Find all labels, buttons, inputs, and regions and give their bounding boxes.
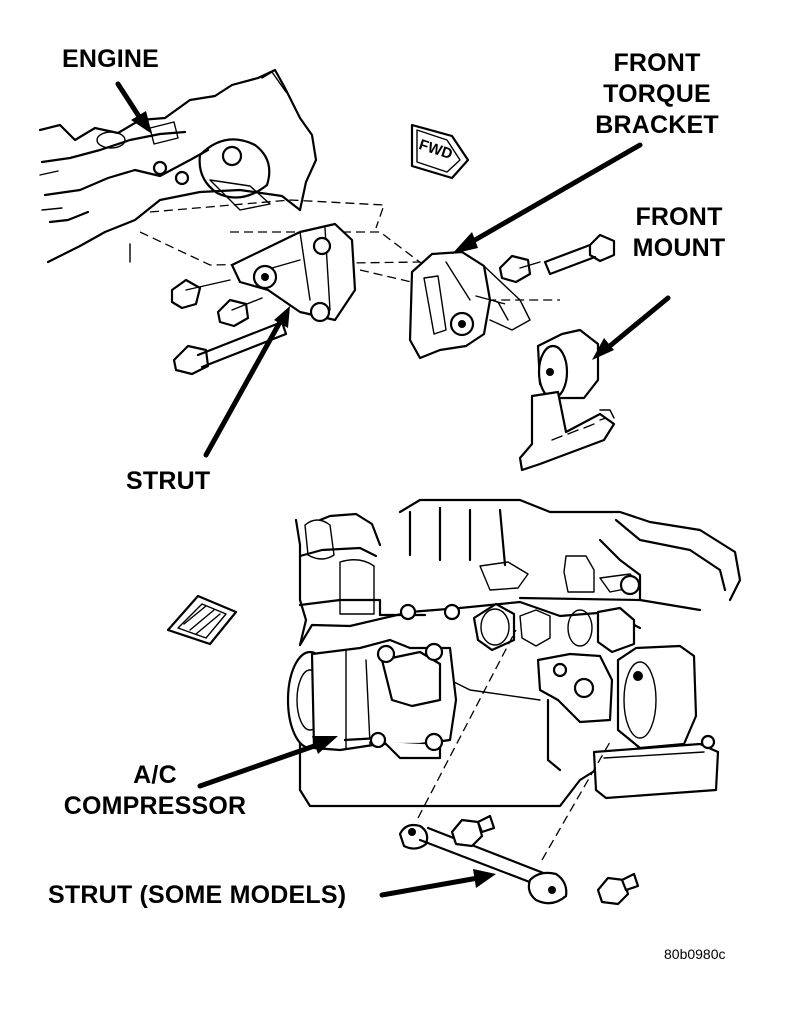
lower-pointer-arrows (197, 736, 496, 898)
fwd-direction-badge: FWD (410, 123, 470, 180)
strut-bracket-drawing (230, 222, 357, 323)
ac-compressor-line-2: COMPRESSOR (63, 792, 247, 820)
front-mount-label: FRONT MOUNT (624, 202, 734, 264)
engine-assembly-drawing (286, 498, 742, 808)
upper-bolts (170, 233, 616, 376)
front-mount-line-1: FRONT (635, 203, 723, 231)
front-torque-bracket-label: FRONT TORQUE BRACKET (586, 48, 728, 141)
lower-fwd-badge (166, 594, 238, 646)
lower-installed-view (166, 498, 742, 906)
front-torque-bracket-drawing (408, 250, 531, 360)
strut-some-models-label: STRUT (SOME MODELS) (48, 881, 347, 909)
ac-compressor-label: A/C COMPRESSOR (50, 760, 260, 822)
upper-pointer-arrows (115, 81, 671, 458)
strut-rod-drawing (398, 629, 640, 906)
front-torque-bracket-line-1: FRONT (613, 49, 701, 77)
front-torque-bracket-line-2: TORQUE (603, 80, 711, 108)
front-torque-bracket-line-3: BRACKET (595, 111, 719, 139)
engine-block-drawing (38, 68, 318, 264)
engine-label: ENGINE (62, 45, 160, 73)
upper-exploded-view: FWD (38, 68, 671, 472)
ac-compressor-line-1: A/C (133, 761, 177, 789)
strut-label: STRUT (126, 467, 211, 495)
figure-code: 80b0980c (664, 946, 726, 962)
front-mount-line-2: MOUNT (632, 234, 726, 262)
front-mount-drawing (518, 328, 616, 472)
